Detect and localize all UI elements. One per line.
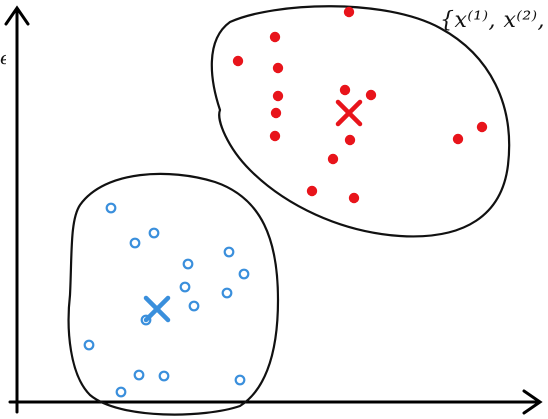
blue-data-points [83,202,250,398]
red-data-point [232,55,244,67]
blue-data-point [83,339,95,351]
x-axis-arrowhead [522,389,543,415]
axes [4,5,543,415]
red-data-point [306,185,318,197]
blue-cluster-outline [67,172,280,416]
centroid-stroke [335,99,363,127]
centroid-markers [143,99,363,323]
blue-data-point [188,300,200,312]
blue-data-point [234,374,246,386]
red-data-point [365,89,377,101]
blue-data-point [140,314,152,326]
blue-data-point [182,258,194,270]
blue-data-point [179,281,191,293]
centroid-stroke [143,295,171,323]
data-set-notation: {x⁽¹⁾, x⁽²⁾, [440,8,546,33]
blue-centroid-cross-icon [143,295,171,323]
red-data-point [272,62,284,74]
blue-data-point [221,287,233,299]
red-data-point [270,107,282,119]
red-cluster-outline [210,5,511,238]
red-data-point [343,6,355,18]
blue-data-point [238,268,250,280]
y-axis-arrowhead [4,5,30,26]
blue-data-point [223,246,235,258]
y-axis-label-fragment: e [0,48,6,69]
blue-data-point [158,370,170,382]
red-data-point [348,192,360,204]
red-data-point [476,121,488,133]
red-data-point [327,153,339,165]
blue-data-point [115,386,127,398]
red-data-point [452,133,464,145]
red-data-point [269,130,281,142]
blue-data-point [133,369,145,381]
red-data-point [272,90,284,102]
red-data-point [344,134,356,146]
red-centroid-cross-icon [335,99,363,127]
blue-data-point [148,227,160,239]
red-data-points [232,6,488,204]
red-data-point [269,31,281,43]
blue-data-point [129,237,141,249]
blue-data-point [105,202,117,214]
red-data-point [339,84,351,96]
